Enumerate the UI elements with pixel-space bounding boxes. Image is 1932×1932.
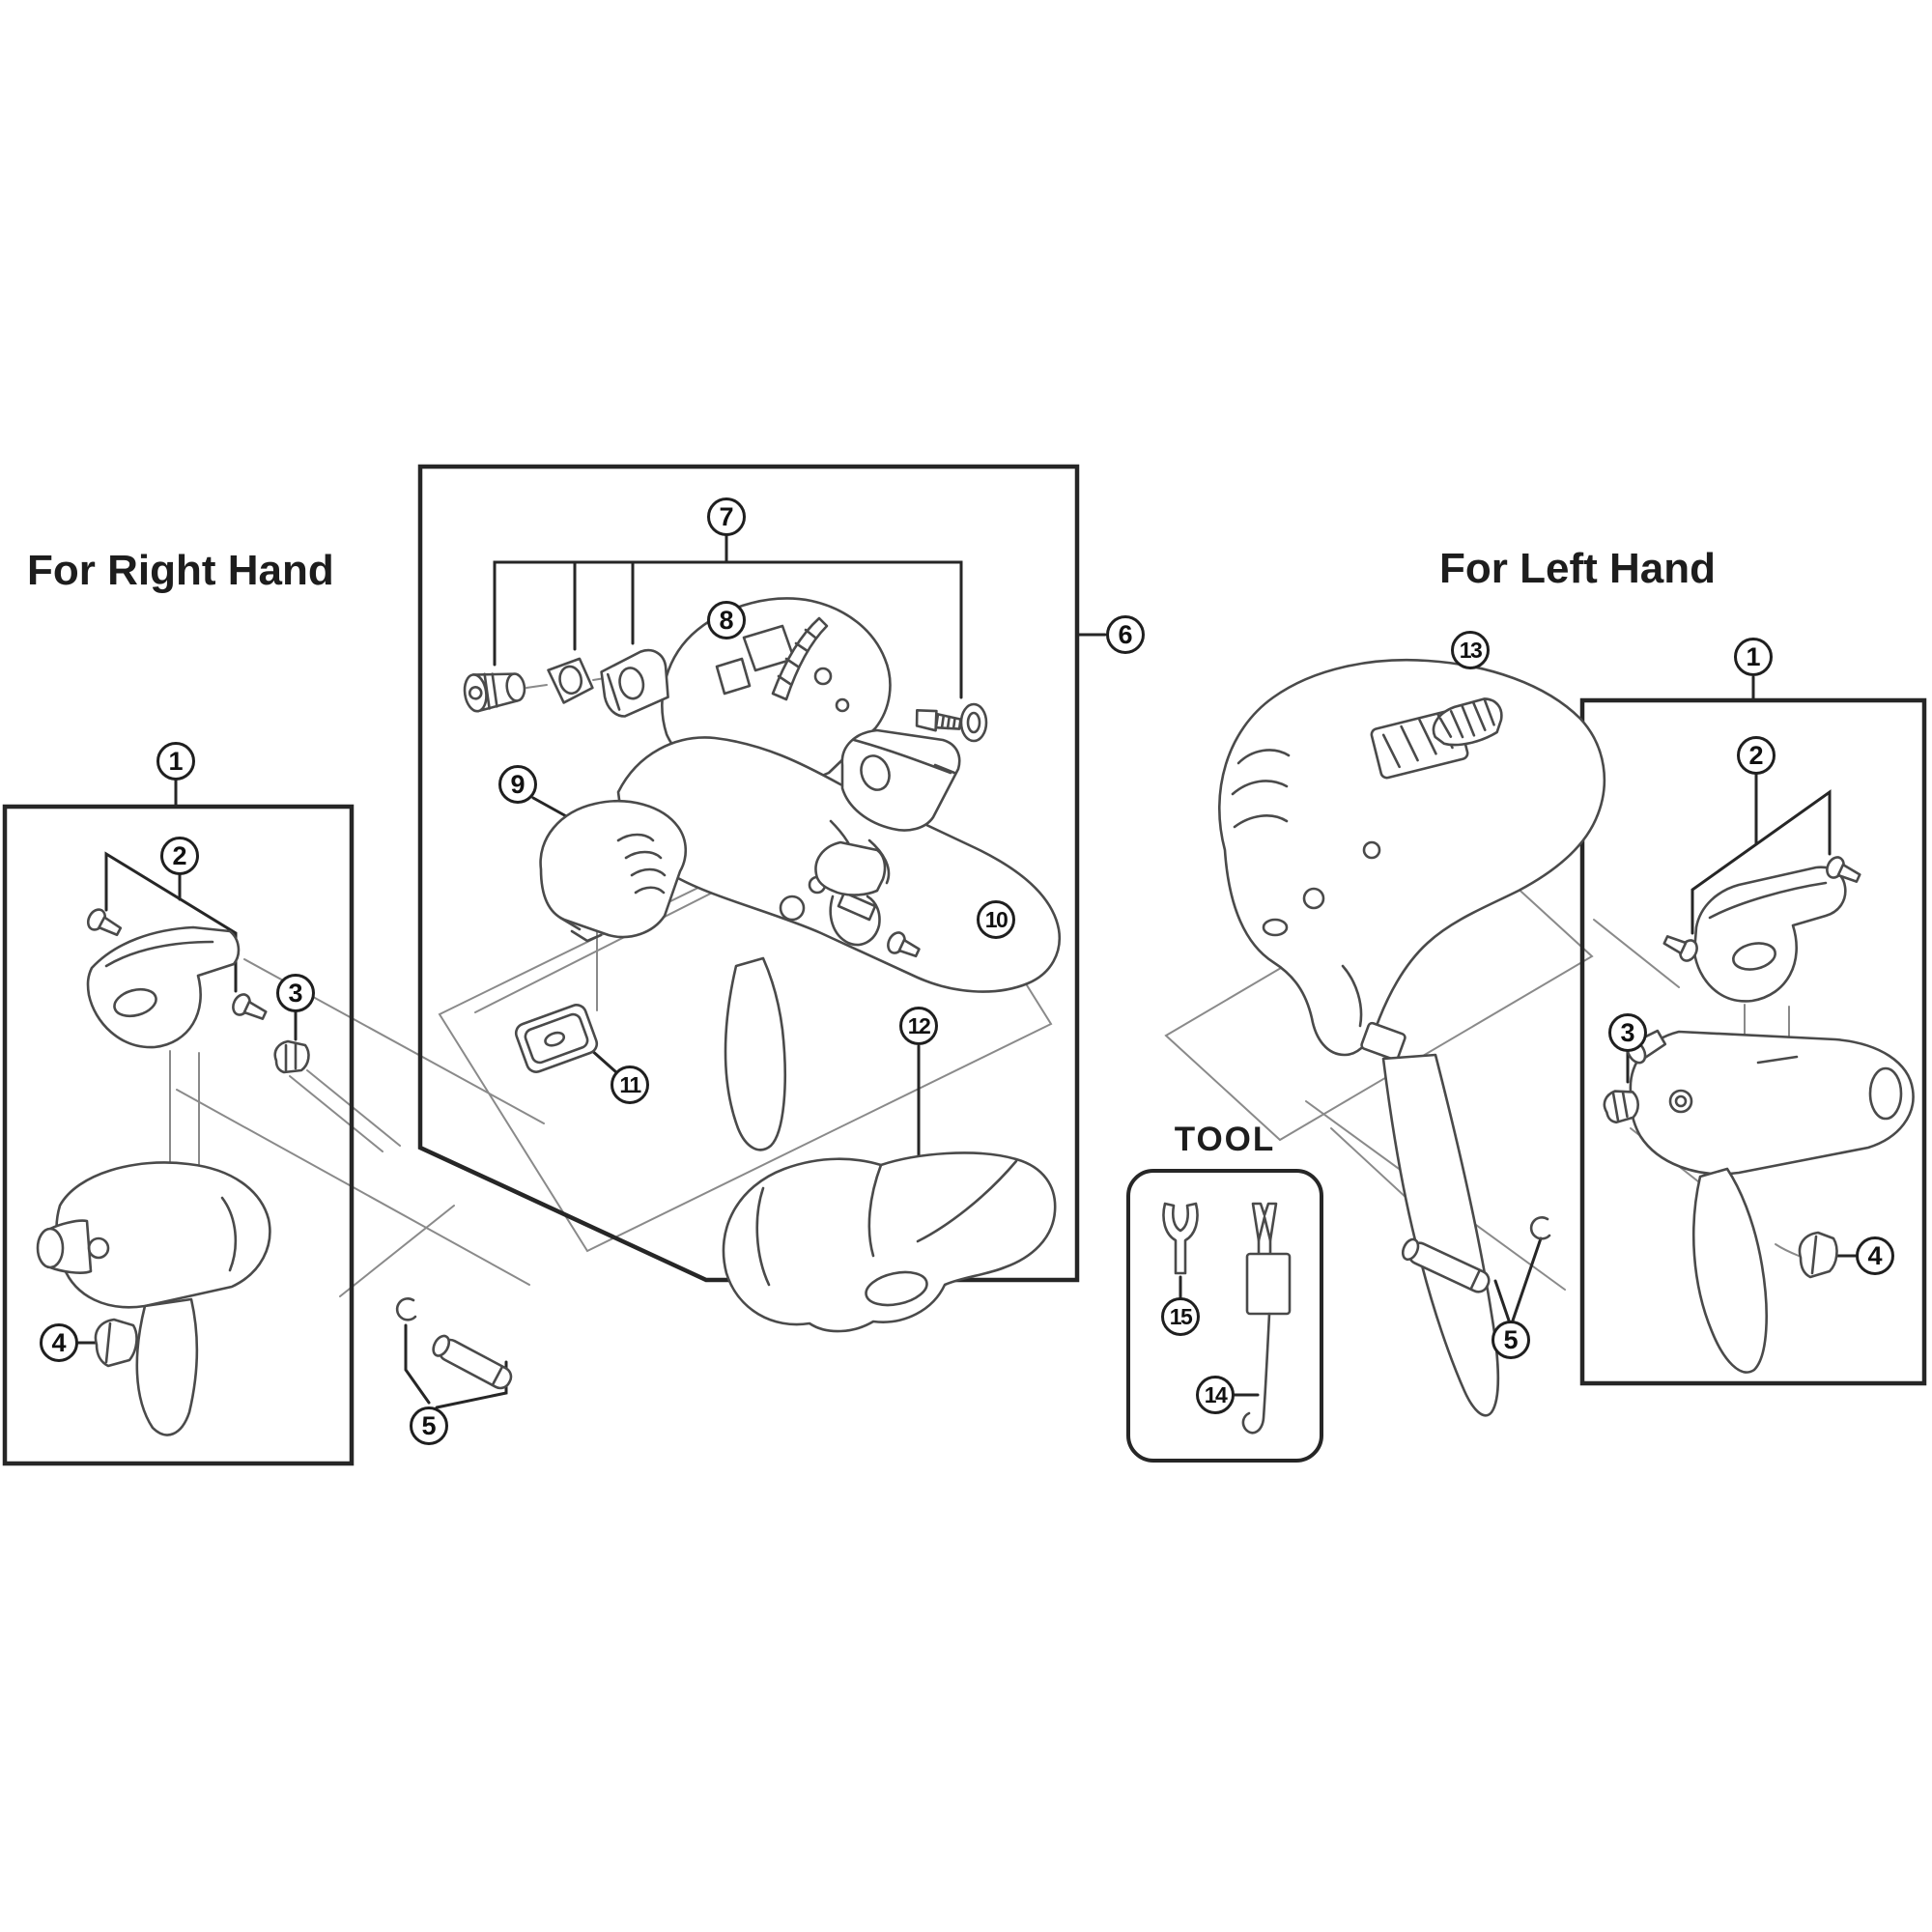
section-title-right-hand: For Right Hand [27, 547, 334, 594]
hook-tool-sketch [1241, 1202, 1292, 1435]
bracket-unit-right-sketch [86, 925, 241, 1049]
lever-cap-right-sketch [94, 1318, 138, 1368]
bracket-screw-icon [1826, 856, 1861, 883]
release-lever-sketch [1432, 697, 1503, 747]
clamp-screw-washer-sketch [915, 702, 988, 743]
callout-m9: 9 [498, 765, 537, 804]
callout-r4: 4 [40, 1323, 78, 1362]
lever-axle-pin-left-sketch [1401, 1216, 1551, 1293]
brake-lever-right-sketch [36, 1161, 271, 1436]
callout-m10: 10 [977, 900, 1015, 939]
callout-m7: 7 [707, 497, 746, 536]
brake-lever-left-sketch [1626, 1029, 1915, 1374]
bracket-screw-icon [86, 908, 123, 937]
callout-l5: 5 [1492, 1321, 1530, 1359]
fork-tool-sketch [1162, 1202, 1199, 1275]
bracket-screw-icon [1662, 935, 1698, 962]
part-sketches [36, 597, 1915, 1436]
cable-clip-right-sketch [273, 1039, 310, 1074]
callout-r1: 1 [156, 742, 195, 781]
name-plate-sketch [514, 1004, 599, 1073]
assembled-shifter-left-sketch [1218, 658, 1606, 1417]
callout-l3: 3 [1608, 1013, 1647, 1052]
shift-cable-guide-sketch [771, 616, 829, 701]
callout-r5: 5 [410, 1406, 448, 1445]
hood-cover-sketch [539, 800, 688, 943]
cable-nut-sketch [547, 657, 594, 704]
callout-t15: 15 [1161, 1297, 1200, 1336]
cable-clip-left-sketch [1603, 1090, 1639, 1124]
callout-r2: 2 [160, 837, 199, 875]
barrel-adjuster-sketch [463, 672, 526, 713]
callout-m12: 12 [899, 1007, 938, 1045]
bracket-cover-sketch [722, 1151, 1057, 1333]
callout-l2: 2 [1737, 736, 1776, 775]
callout-m11: 11 [611, 1065, 649, 1104]
lever-cap-left-sketch [1798, 1231, 1838, 1279]
lever-axle-pin-right-sketch [395, 1297, 513, 1390]
callout-r3: 3 [276, 974, 315, 1012]
callout-t14: 14 [1196, 1376, 1235, 1414]
right-hand-parts-box [2, 804, 355, 1466]
callout-m8: 8 [707, 601, 746, 639]
callout-l1: 1 [1734, 638, 1773, 676]
cable-guide-block-sketch [600, 648, 669, 718]
bracket-screw-icon [232, 993, 268, 1020]
clamp-band-sketch [840, 728, 961, 832]
bracket-unit-left-sketch [1692, 866, 1847, 1003]
tool-box-label: TOOL [1174, 1121, 1276, 1158]
callout-m6: 6 [1106, 615, 1145, 654]
callout-l4: 4 [1856, 1236, 1894, 1275]
callout-l13: 13 [1451, 631, 1490, 669]
section-title-left-hand: For Left Hand [1439, 545, 1716, 592]
lever-support-sketch [814, 840, 921, 958]
tool-box [1126, 1169, 1323, 1463]
